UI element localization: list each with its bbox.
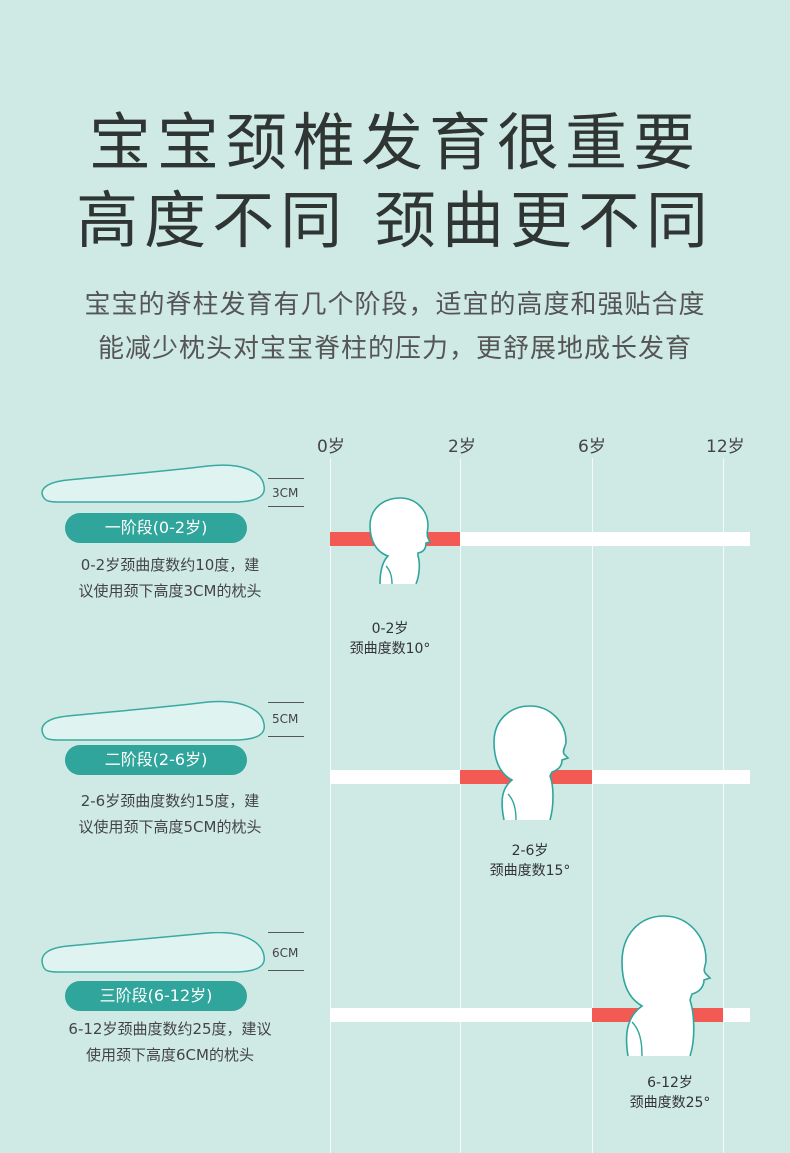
- stage-1-caption-line-2: 颈曲度数10°: [349, 641, 431, 657]
- pillow-icon-stage-3: [41, 932, 266, 973]
- stage-1-badge: 一阶段(0-2岁): [65, 513, 247, 543]
- stage-2-desc-line-2: 议使用颈下高度5CM的枕头: [78, 818, 262, 836]
- stage-3-badge: 三阶段(6-12岁): [65, 981, 247, 1011]
- stage-3-desc-line-1: 6-12岁颈曲度数约25度，建议: [68, 1020, 272, 1038]
- stage-3-desc-line-2: 使用颈下高度6CM的枕头: [86, 1046, 254, 1064]
- child-head-icon-stage-3: [621, 915, 712, 1057]
- stage-3-caption-line-1: 6-12岁: [647, 1075, 693, 1091]
- guide-line-12: [723, 458, 724, 1153]
- stage-2-caption-line-2: 颈曲度数15°: [489, 863, 571, 879]
- guide-line-6: [592, 458, 593, 1153]
- stage-1-desc-line-1: 0-2岁颈曲度数约10度，建: [80, 556, 260, 574]
- age-label-6: 6岁: [578, 437, 606, 457]
- intro-text-line-2: 能减少枕头对宝宝脊柱的压力，更舒展地成长发育: [97, 334, 692, 364]
- stage-3-caption-line-2: 颈曲度数25°: [629, 1095, 711, 1111]
- page-title: 宝宝颈椎发育很重要: [88, 106, 701, 179]
- age-label-12: 12岁: [706, 437, 745, 457]
- child-head-icon-stage-2: [493, 705, 570, 821]
- intro-text-line-1: 宝宝的脊柱发育有几个阶段，适宜的高度和强贴合度: [84, 290, 706, 320]
- height-label-stage-1: 3CM: [272, 486, 299, 500]
- stage-1-desc-line-2: 议使用颈下高度3CM的枕头: [78, 582, 262, 600]
- guide-line-2: [460, 458, 461, 1153]
- child-head-icon-stage-1: [369, 497, 432, 585]
- stage-2-caption-line-1: 2-6岁: [511, 843, 549, 859]
- stage-2-desc-line-1: 2-6岁颈曲度数约15度，建: [80, 792, 260, 810]
- age-label-2: 2岁: [448, 437, 476, 457]
- age-label-0: 0岁: [317, 437, 345, 457]
- pillow-icon-stage-2: [41, 700, 266, 741]
- height-label-stage-3: 6CM: [272, 946, 299, 960]
- page-subtitle-heading: 高度不同 颈曲更不同: [76, 184, 714, 257]
- height-label-stage-2: 5CM: [272, 712, 299, 726]
- pillow-icon-stage-1: [41, 464, 266, 503]
- stage-1-caption-line-1: 0-2岁: [371, 621, 409, 637]
- guide-line-0: [330, 458, 331, 1153]
- stage-2-badge: 二阶段(2-6岁): [65, 745, 247, 775]
